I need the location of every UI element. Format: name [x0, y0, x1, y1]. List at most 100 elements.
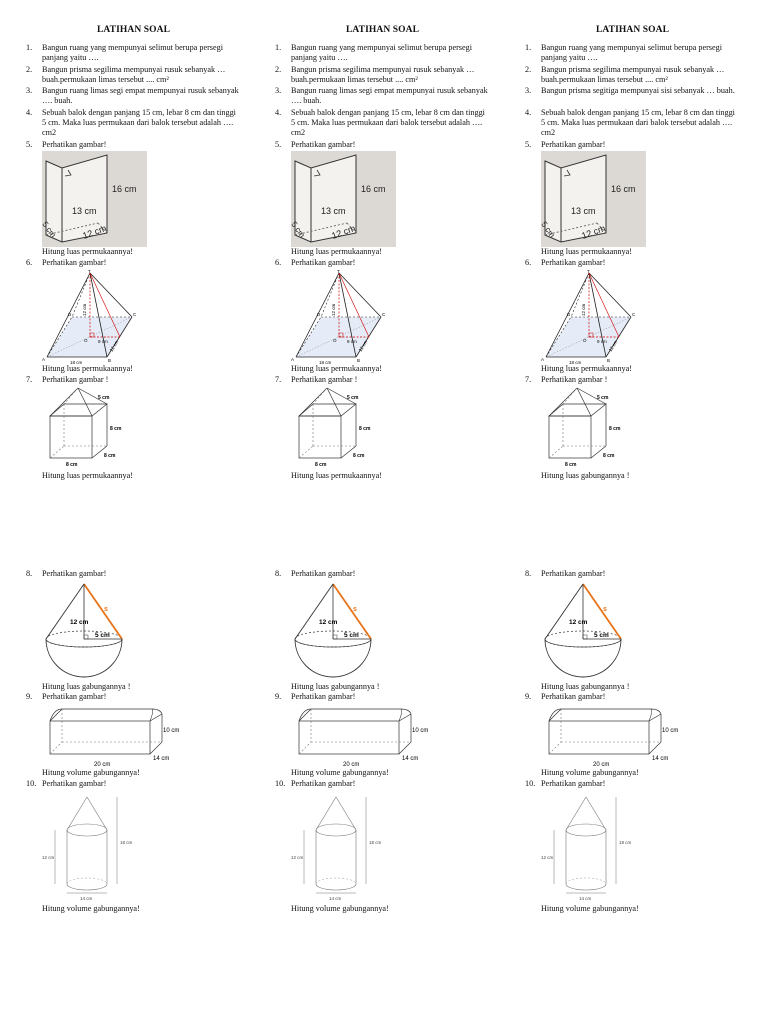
question-text: Bangun ruang yang mempunyai selimut beru…	[291, 43, 472, 62]
cone-height-label: 12 cm	[569, 619, 588, 626]
box-half-cylinder-figure: 10 cm 20 cm 14 cm	[49, 708, 179, 768]
slant-label: s	[353, 606, 357, 613]
question-number: 6.	[525, 258, 532, 267]
pyramid-half-label: 9 cm	[98, 339, 108, 344]
cube-width-label: 8 cm	[565, 462, 577, 468]
box-depth-label: 14 cm	[402, 756, 418, 762]
question-number: 2.	[275, 65, 282, 74]
pyramid-base-label: 18 cm	[319, 360, 332, 365]
vertex-label: D	[317, 312, 321, 317]
radius-label: 5 cm	[95, 632, 110, 639]
vertex-label: B	[108, 358, 111, 363]
question-text: Perhatikan gambar!	[291, 258, 356, 267]
vertex-label: A	[541, 357, 544, 362]
question-text: Sebuah balok dengan panjang 15 cm, lebar…	[291, 108, 485, 137]
question-text: Perhatikan gambar!	[291, 569, 356, 578]
cube-depth-label: 8 cm	[353, 453, 365, 459]
question-number: 10.	[525, 779, 536, 788]
cube-with-roof-figure: 5 cm 8 cm 8 cm 8 cm	[548, 387, 621, 468]
cube-depth-label: 8 cm	[603, 453, 615, 459]
worksheet-title: LATIHAN SOAL	[96, 25, 171, 35]
question-text: Bangun prisma segilima mempunyai rusuk s…	[541, 65, 725, 84]
cylinder-height-label: 12 cm	[541, 855, 554, 860]
cube-with-roof-figure: 5 cm 8 cm 8 cm 8 cm	[298, 387, 371, 468]
question-number: 5.	[26, 140, 33, 149]
caption-q9: Hitung volume gabungannya!	[541, 768, 639, 777]
diameter-label: 14 cm	[80, 896, 93, 901]
cone-cylinder-figure: 18 cm 12 cm 14 cm	[42, 796, 133, 901]
question-text: Sebuah balok dengan panjang 15 cm, lebar…	[42, 108, 236, 137]
cone-hemisphere-figure: s 12 cm 5 cm	[294, 583, 372, 678]
vertex-label: O	[84, 338, 88, 343]
cube-height-label: 8 cm	[609, 426, 621, 432]
question-number: 10.	[275, 779, 286, 788]
vertex-label: C	[382, 312, 386, 317]
question-number: 7.	[26, 375, 33, 384]
square-pyramid-figure: T A B C D O 12 cm 9 cm 18 cm 12 cm	[291, 269, 386, 365]
triangular-prism-figure: 16 cm 13 cm 12 cm 5 cm	[42, 151, 147, 247]
box-width-label: 20 cm	[343, 762, 359, 768]
total-height-label: 18 cm	[619, 840, 632, 845]
caption-q10: Hitung volume gabungannya!	[291, 904, 389, 913]
caption-q7: Hitung luas permukaannya!	[42, 471, 133, 480]
cylinder-height-label: 12 cm	[42, 855, 55, 860]
prism-height-label: 16 cm	[112, 184, 137, 194]
pyramid-height-label: 12 cm	[82, 303, 87, 316]
caption-q7: Hitung luas gabungannya !	[541, 471, 630, 480]
cone-hemisphere-figure: s 12 cm 5 cm	[544, 583, 622, 678]
total-height-label: 18 cm	[369, 840, 382, 845]
vertex-label: C	[632, 312, 636, 317]
question-number: 6.	[26, 258, 33, 267]
caption-q10: Hitung volume gabungannya!	[541, 904, 639, 913]
question-number: 7.	[525, 375, 532, 384]
pyramid-side-label: 12 cm	[608, 339, 619, 352]
box-height-label: 10 cm	[163, 728, 179, 734]
pyramid-half-label: 9 cm	[347, 339, 357, 344]
radius-label: 5 cm	[594, 632, 609, 639]
triangular-prism-figure: 16 cm 13 cm 12 cm 5 cm	[291, 151, 396, 247]
pyramid-base-label: 18 cm	[569, 360, 582, 365]
cone-height-label: 12 cm	[70, 619, 89, 626]
cube-width-label: 8 cm	[66, 462, 78, 468]
caption-q6: Hitung luas permukaannya!	[291, 364, 382, 373]
radius-label: 5 cm	[344, 632, 359, 639]
pyramid-height-label: 12 cm	[581, 303, 586, 316]
question-text: Perhatikan gambar!	[291, 692, 356, 701]
roof-edge-label: 5 cm	[597, 395, 609, 401]
question-number: 5.	[275, 140, 282, 149]
question-number: 4.	[275, 108, 282, 117]
question-text: Perhatikan gambar!	[291, 140, 356, 149]
question-text: Sebuah balok dengan panjang 15 cm, lebar…	[541, 108, 735, 137]
question-text: Perhatikan gambar!	[541, 779, 606, 788]
caption-q9: Hitung volume gabungannya!	[291, 768, 389, 777]
cube-depth-label: 8 cm	[104, 453, 116, 459]
caption-q6: Hitung luas permukaannya!	[541, 364, 632, 373]
cone-cylinder-figure: 18 cm 12 cm 14 cm	[541, 796, 632, 901]
question-number: 1.	[26, 43, 33, 52]
cone-hemisphere-figure: s 12 cm 5 cm	[45, 583, 123, 678]
pyramid-height-label: 12 cm	[331, 303, 336, 316]
question-number: 9.	[26, 692, 33, 701]
question-number: 1.	[525, 43, 532, 52]
vertex-label: T	[587, 269, 590, 274]
box-height-label: 10 cm	[662, 728, 678, 734]
vertex-label: A	[42, 357, 45, 362]
question-text: Perhatikan gambar!	[291, 779, 356, 788]
diameter-label: 14 cm	[329, 896, 342, 901]
question-text: Bangun prisma segilima mempunyai rusuk s…	[291, 65, 475, 84]
prism-height-label: 16 cm	[361, 184, 386, 194]
caption-q5: Hitung luas permukaannya!	[291, 247, 382, 256]
question-text: Perhatikan gambar !	[291, 375, 358, 384]
question-number: 6.	[275, 258, 282, 267]
question-number: 8.	[275, 569, 282, 578]
square-pyramid-figure: T A B C D O 12 cm 9 cm 18 cm 12 cm	[541, 269, 636, 365]
question-number: 2.	[525, 65, 532, 74]
question-number: 10.	[26, 779, 37, 788]
vertex-label: O	[333, 338, 337, 343]
diameter-label: 14 cm	[579, 896, 592, 901]
vertex-label: D	[68, 312, 72, 317]
cube-height-label: 8 cm	[359, 426, 371, 432]
question-text: Perhatikan gambar!	[541, 692, 606, 701]
question-number: 7.	[275, 375, 282, 384]
vertex-label: B	[357, 358, 360, 363]
